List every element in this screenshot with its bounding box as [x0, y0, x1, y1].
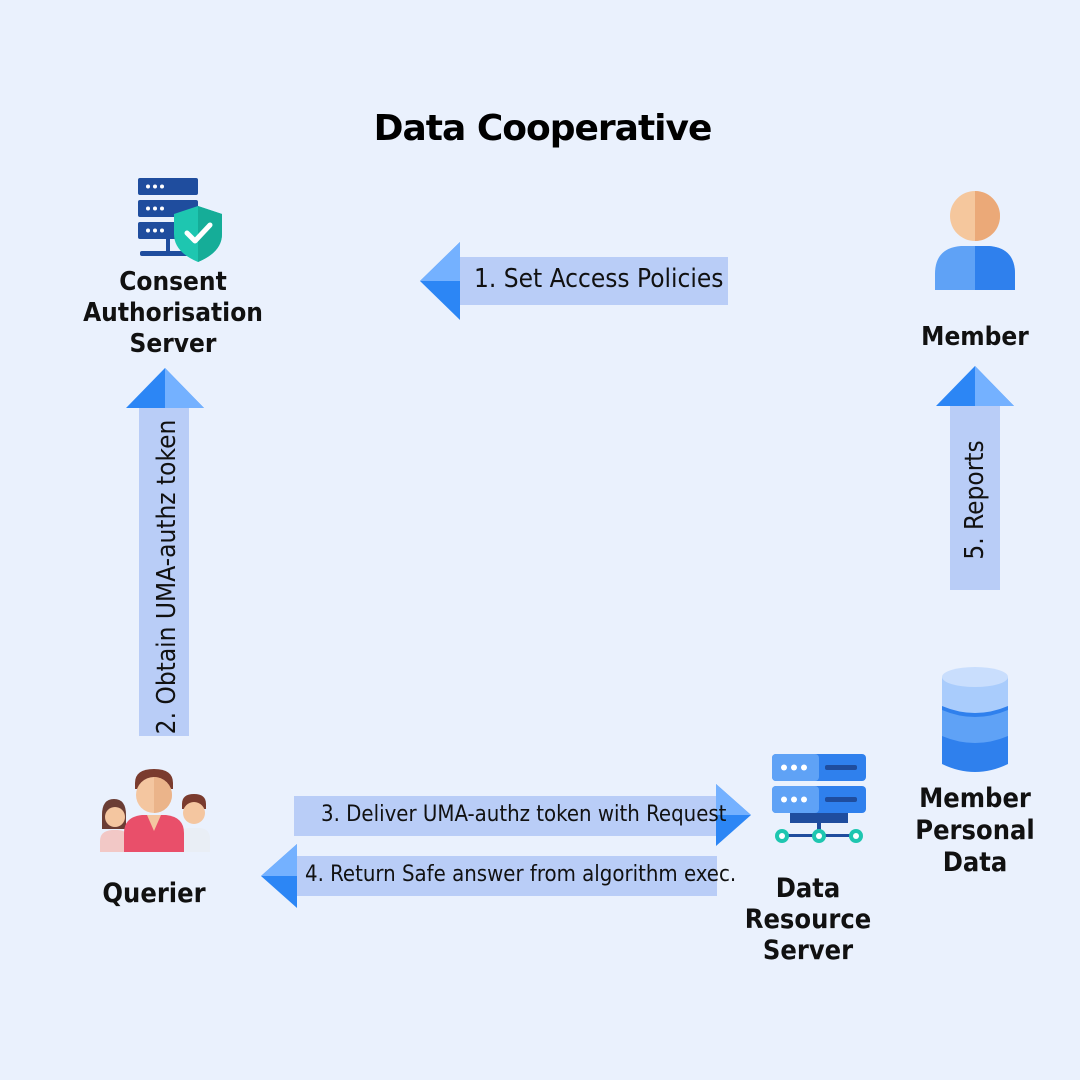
data-server-icon — [772, 754, 866, 843]
data-resource-server-label: Data Resource Server — [744, 873, 872, 966]
step2-label: 2. Obtain UMA-authz token — [152, 419, 182, 735]
step1-label: 1. Set Access Policies — [474, 264, 724, 294]
arrow-set-access-policies — [420, 242, 728, 320]
arrow-return-answer — [261, 844, 717, 908]
step4-label: 4. Return Safe answer from algorithm exe… — [305, 862, 737, 887]
consent-server-label: Consent Authorisation Server — [83, 267, 263, 359]
member-user-icon — [935, 191, 1015, 290]
step3-label: 3. Deliver UMA-authz token with Request — [321, 802, 727, 827]
querier-label: Querier — [102, 878, 206, 909]
database-icon — [942, 667, 1008, 772]
arrow-obtain-token — [126, 368, 204, 736]
server-shield-icon — [138, 178, 222, 262]
querier-group-icon — [100, 769, 210, 852]
member-personal-data-label: Member Personal Data — [915, 783, 1035, 878]
arrow-reports — [936, 366, 1014, 590]
arrow-deliver-request — [294, 784, 751, 846]
member-label: Member — [921, 322, 1029, 352]
diagram-title: Data Cooperative — [373, 108, 713, 149]
step5-label: 5. Reports — [960, 440, 990, 560]
